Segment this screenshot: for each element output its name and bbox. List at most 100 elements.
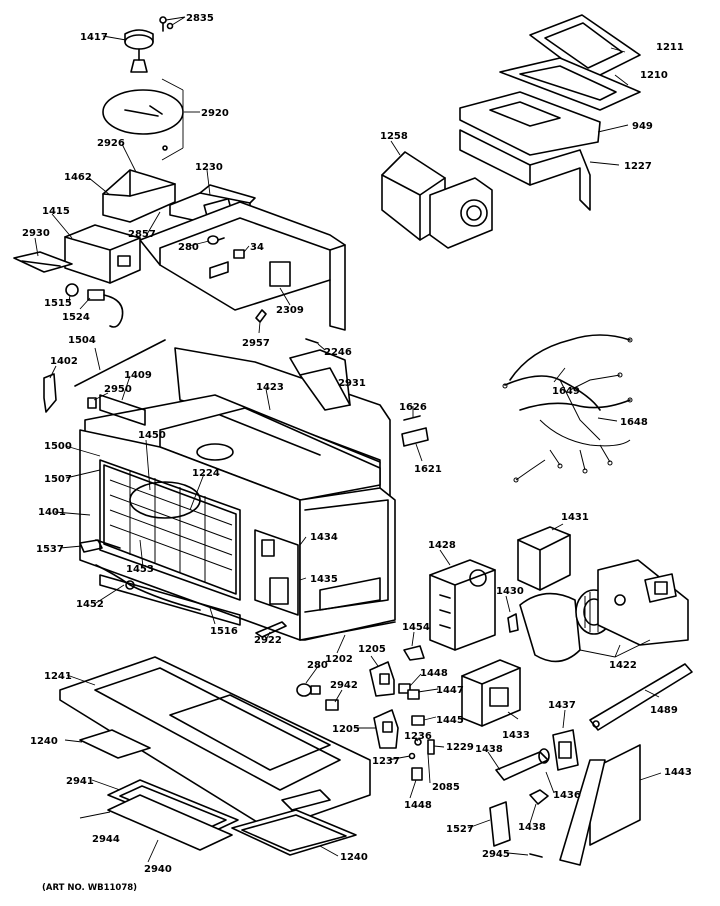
panel-1443 xyxy=(559,744,641,866)
label-1240-left: 1240 xyxy=(30,736,58,747)
label-1527: 1527 xyxy=(446,824,474,835)
label-1447: 1447 xyxy=(436,685,464,696)
art-number-caption: (ART NO. WB11078) xyxy=(42,883,137,893)
thermostat-1515 xyxy=(65,283,124,328)
bracket-1227 xyxy=(459,129,591,211)
label-2309: 2309 xyxy=(276,305,304,316)
label-2857: 2857 xyxy=(128,229,156,240)
label-1237: 1237 xyxy=(372,756,400,767)
filter-2930 xyxy=(13,251,73,273)
label-1516: 1516 xyxy=(210,626,238,637)
grille-1240-left xyxy=(79,729,151,759)
label-1205-lower: 1205 xyxy=(332,724,360,735)
label-1626: 1626 xyxy=(399,402,427,413)
screw-2945 xyxy=(529,853,543,858)
top-bracket-assembly xyxy=(102,169,346,331)
label-1230: 1230 xyxy=(195,162,223,173)
label-2085: 2085 xyxy=(432,782,460,793)
label-1229: 1229 xyxy=(446,742,474,753)
label-1258: 1258 xyxy=(380,131,408,142)
label-2246: 2246 xyxy=(324,347,352,358)
label-1453: 1453 xyxy=(126,564,154,575)
label-1448-upper: 1448 xyxy=(420,668,448,679)
label-1236: 1236 xyxy=(404,731,432,742)
label-1224: 1224 xyxy=(192,468,220,479)
label-1402: 1402 xyxy=(50,356,78,367)
duct-2931 xyxy=(289,349,351,411)
label-1436: 1436 xyxy=(553,790,581,801)
clip-2957 xyxy=(255,309,267,323)
label-1430: 1430 xyxy=(496,586,524,597)
label-2920: 2920 xyxy=(201,108,229,119)
label-2950: 2950 xyxy=(104,384,132,395)
label-1507: 1507 xyxy=(44,474,72,485)
clip-1454 xyxy=(403,645,425,661)
label-1437: 1437 xyxy=(548,700,576,711)
label-280-upper: 280 xyxy=(178,242,199,253)
label-2922: 2922 xyxy=(254,635,282,646)
label-1435: 1435 xyxy=(310,574,338,585)
label-1241: 1241 xyxy=(44,671,72,682)
label-1401: 1401 xyxy=(38,507,66,518)
stirrer-2920 xyxy=(102,78,184,161)
label-1438-upper: 1438 xyxy=(475,744,503,755)
label-1423: 1423 xyxy=(256,382,284,393)
label-1489: 1489 xyxy=(650,705,678,716)
label-949: 949 xyxy=(632,121,653,132)
label-1621: 1621 xyxy=(414,464,442,475)
label-1428: 1428 xyxy=(428,540,456,551)
charcoal-filter-2941 xyxy=(107,779,239,851)
label-1450: 1450 xyxy=(138,430,166,441)
bottom-panel-1241 xyxy=(59,656,371,831)
wire-harness-1649 xyxy=(502,334,633,483)
label-1227: 1227 xyxy=(624,161,652,172)
label-1434: 1434 xyxy=(310,532,338,543)
terminal-block-1621 xyxy=(401,415,429,447)
grille-1240-right xyxy=(231,809,357,856)
label-1415: 1415 xyxy=(42,206,70,217)
label-280-lower: 280 xyxy=(307,660,328,671)
lamp-280-upper xyxy=(207,235,245,259)
label-1452: 1452 xyxy=(76,599,104,610)
label-1240-right: 1240 xyxy=(340,852,368,863)
label-2957: 2957 xyxy=(242,338,270,349)
stirrer-motor-1417 xyxy=(124,29,154,73)
screw-2246 xyxy=(305,338,319,344)
label-1500: 1500 xyxy=(44,441,72,452)
label-1462: 1462 xyxy=(64,172,92,183)
label-2941: 2941 xyxy=(66,776,94,787)
label-2940: 2940 xyxy=(144,864,172,875)
cover-1415 xyxy=(64,224,141,284)
screws-2835 xyxy=(159,16,174,32)
label-1448-lower: 1448 xyxy=(404,800,432,811)
transformer-1433 xyxy=(461,659,521,727)
blower-1422 xyxy=(519,559,689,663)
vent-fan-1258 xyxy=(381,151,493,249)
label-2931: 2931 xyxy=(338,378,366,389)
label-1438-lower: 1438 xyxy=(518,822,546,833)
label-2926: 2926 xyxy=(97,138,125,149)
capacitor-1438 xyxy=(495,748,550,805)
label-1433: 1433 xyxy=(502,730,530,741)
label-1537: 1537 xyxy=(36,544,64,555)
label-1211: 1211 xyxy=(656,42,684,53)
label-2942: 2942 xyxy=(330,680,358,691)
label-1202: 1202 xyxy=(325,654,353,665)
fuse-holder-1437 xyxy=(552,729,579,771)
label-1210: 1210 xyxy=(640,70,668,81)
thermal-cutout-1430 xyxy=(507,613,519,633)
rail-1489 xyxy=(589,663,693,731)
fan-duct-1431 xyxy=(517,526,571,591)
switch-bracket-1205-upper xyxy=(369,661,395,697)
label-1454: 1454 xyxy=(402,622,430,633)
lamp-280-lower xyxy=(296,683,339,711)
label-2945: 2945 xyxy=(482,849,510,860)
leader-lines xyxy=(34,16,662,863)
label-2944: 2944 xyxy=(92,834,120,845)
label-1504: 1504 xyxy=(68,335,96,346)
label-1515: 1515 xyxy=(44,298,72,309)
label-1443: 1443 xyxy=(664,767,692,778)
switch-bracket-1205-lower xyxy=(373,709,399,749)
label-1422: 1422 xyxy=(609,660,637,671)
